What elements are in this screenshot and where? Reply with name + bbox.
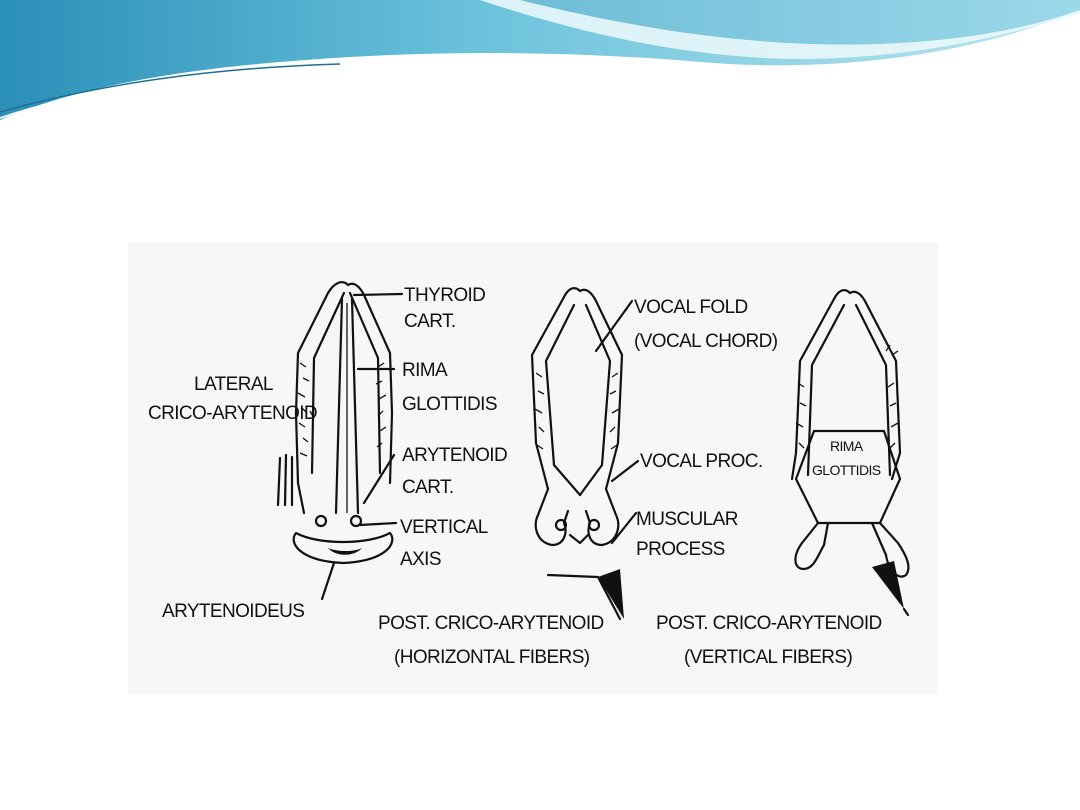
label-arytenoid-cart-line2: CART. bbox=[402, 477, 454, 498]
label-thyroid-cart-line2: CART. bbox=[404, 311, 456, 332]
label-vertical-axis-line1: VERTICAL bbox=[400, 517, 488, 538]
label-rima-glottidis-right-line1: RIMA bbox=[830, 438, 864, 454]
middle-larynx-drawing bbox=[530, 287, 640, 621]
label-rima-glottidis-left-line2: GLOTTIDIS bbox=[402, 394, 497, 415]
label-lateral-crico-line1: LATERAL bbox=[194, 374, 273, 395]
label-rima-glottidis-left-line1: RIMA bbox=[402, 360, 448, 381]
label-post-crico-horizontal-line2: (HORIZONTAL FIBERS) bbox=[394, 647, 590, 668]
right-larynx-drawing bbox=[790, 289, 910, 617]
larynx-muscles-figure: THYROID CART. RIMA GLOTTIDIS LATERAL CRI… bbox=[128, 243, 938, 695]
label-vocal-proc: VOCAL PROC. bbox=[640, 451, 763, 472]
label-muscular-process-line1: MUSCULAR bbox=[636, 509, 738, 530]
label-arytenoid-cart-line1: ARYTENOID bbox=[402, 445, 507, 466]
label-lateral-crico-line2: CRICO-ARYTENOID bbox=[148, 403, 317, 424]
left-larynx-drawing bbox=[276, 281, 404, 601]
larynx-diagram: THYROID CART. RIMA GLOTTIDIS LATERAL CRI… bbox=[148, 281, 910, 668]
diagram-labels: THYROID CART. RIMA GLOTTIDIS LATERAL CRI… bbox=[148, 285, 882, 668]
label-muscular-process-line2: PROCESS bbox=[636, 539, 725, 560]
label-arytenoideus: ARYTENOIDEUS bbox=[162, 601, 304, 622]
label-thyroid-cart-line1: THYROID bbox=[404, 285, 485, 306]
label-vocal-fold-line2: (VOCAL CHORD) bbox=[634, 331, 778, 352]
header-wave-decoration bbox=[0, 0, 1080, 120]
label-post-crico-vertical-line2: (VERTICAL FIBERS) bbox=[684, 647, 852, 668]
label-vocal-fold-line1: VOCAL FOLD bbox=[634, 297, 748, 318]
label-vertical-axis-line2: AXIS bbox=[400, 549, 441, 570]
label-post-crico-horizontal-line1: POST. CRICO-ARYTENOID bbox=[378, 613, 604, 634]
label-post-crico-vertical-line1: POST. CRICO-ARYTENOID bbox=[656, 613, 882, 634]
label-rima-glottidis-right-line2: GLOTTIDIS bbox=[812, 462, 881, 478]
